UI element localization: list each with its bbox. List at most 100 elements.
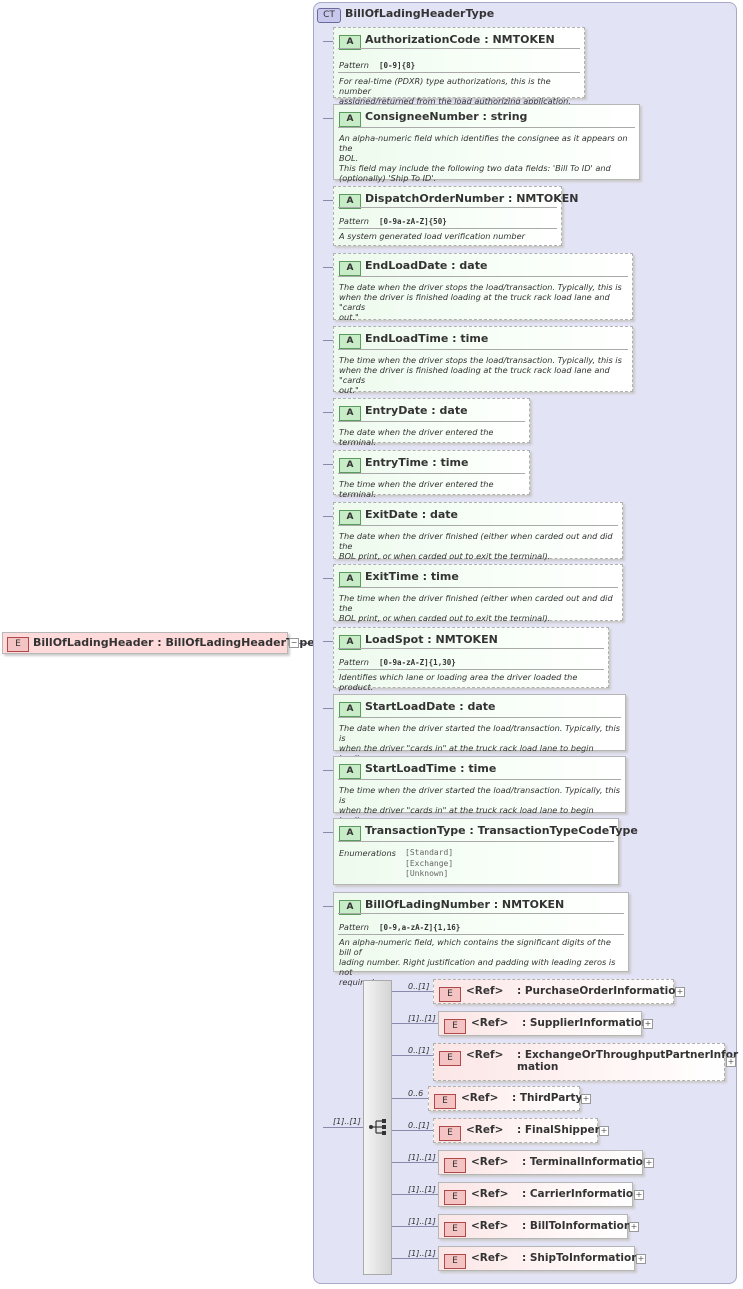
- attribute-box[interactable]: A EndLoadTime : time The time when the d…: [333, 326, 633, 395]
- divider: [338, 72, 580, 73]
- expand-icon[interactable]: +: [644, 1158, 654, 1168]
- element-connector: [392, 1226, 438, 1227]
- element-badge: E: [439, 1051, 461, 1066]
- attribute-name: EndLoadTime : time: [365, 332, 489, 345]
- attribute-name: ExitDate : date: [365, 508, 458, 521]
- root-connector: [298, 643, 324, 644]
- element-connector: [392, 1162, 438, 1163]
- attribute-badge: A: [339, 458, 361, 473]
- attribute-connector: [323, 708, 333, 709]
- element-name: : PurchaseOrderInformation: [517, 985, 683, 997]
- element-connector: [392, 1194, 438, 1195]
- complex-type-title: BillOfLadingHeaderType: [345, 7, 495, 20]
- attribute-box[interactable]: A EntryDate : date The date when the dri…: [333, 398, 530, 447]
- element-cardinality: 0..[1]: [408, 1121, 430, 1130]
- pattern-label: Pattern: [339, 657, 369, 667]
- attribute-documentation: The date when the driver stops the load/…: [339, 282, 622, 322]
- attribute-name: DispatchOrderNumber : NMTOKEN: [365, 192, 579, 205]
- divider: [338, 473, 525, 474]
- attribute-name: ExitTime : time: [365, 570, 459, 583]
- attribute-badge: A: [339, 510, 361, 525]
- ref-label: <Ref>: [461, 1092, 499, 1104]
- attribute-name: TransactionType : TransactionTypeCodeTyp…: [365, 824, 638, 837]
- element-connector: [392, 1130, 433, 1131]
- attribute-name: LoadSpot : NMTOKEN: [365, 633, 498, 646]
- element-badge: E: [444, 1158, 466, 1173]
- attribute-box[interactable]: A ConsigneeNumber : string An alpha-nume…: [333, 104, 640, 183]
- element-ref-box[interactable]: E <Ref> : ExchangeOrThroughputPartnerInf…: [433, 1043, 738, 1081]
- sequence-connector: [323, 1127, 363, 1128]
- root-element-box[interactable]: E BillOfLadingHeader : BillOfLadingHeade…: [2, 632, 315, 654]
- attribute-name: StartLoadDate : date: [365, 700, 496, 713]
- expand-icon[interactable]: +: [629, 1222, 639, 1232]
- pattern-value: [0-9,a-zA-Z]{1,16}: [379, 923, 461, 932]
- element-ref-box[interactable]: E <Ref> : PurchaseOrderInformation: [433, 979, 683, 1004]
- ref-label: <Ref>: [466, 985, 504, 997]
- divider: [338, 841, 614, 842]
- element-name: : ThirdParty: [512, 1092, 583, 1104]
- expand-icon[interactable]: +: [643, 1019, 653, 1029]
- element-ref-box[interactable]: E <Ref> : SupplierInformation: [438, 1011, 649, 1036]
- attribute-name: EntryDate : date: [365, 404, 468, 417]
- pattern-value: [0-9a-zA-Z]{50}: [379, 217, 447, 226]
- element-ref-box[interactable]: E <Ref> : FinalShipper: [433, 1118, 600, 1143]
- element-badge: E: [434, 1094, 456, 1109]
- enumeration-value: [Exchange]: [405, 858, 454, 868]
- attribute-box[interactable]: A DispatchOrderNumber : NMTOKEN Pattern …: [333, 186, 578, 246]
- expand-icon[interactable]: +: [599, 1126, 609, 1136]
- element-ref-box[interactable]: E <Ref> : BillToInformation: [438, 1214, 632, 1239]
- element-ref-box[interactable]: E <Ref> : CarrierInformation: [438, 1182, 641, 1207]
- expand-icon[interactable]: +: [581, 1094, 591, 1104]
- divider: [338, 276, 628, 277]
- element-ref-box[interactable]: E <Ref> : ThirdParty: [428, 1086, 583, 1111]
- pattern-label: Pattern: [339, 216, 369, 226]
- pattern-label: Pattern: [339, 60, 369, 70]
- attribute-box[interactable]: A ExitTime : time The time when the driv…: [333, 564, 623, 623]
- ref-label: <Ref>: [471, 1252, 509, 1264]
- element-badge: E: [444, 1254, 466, 1269]
- attribute-box[interactable]: A StartLoadDate : date The date when the…: [333, 694, 626, 763]
- element-connector: [392, 1098, 428, 1099]
- attribute-documentation: For real-time (PDXR) type authorizations…: [339, 76, 571, 106]
- attribute-box[interactable]: A BillOfLadingNumber : NMTOKEN Pattern […: [333, 892, 629, 987]
- attribute-box[interactable]: A AuthorizationCode : NMTOKEN Pattern [0…: [333, 27, 585, 106]
- element-ref-box[interactable]: E <Ref> : TerminalInformation: [438, 1150, 650, 1175]
- expand-icon[interactable]: +: [675, 987, 685, 997]
- attribute-connector: [323, 340, 333, 341]
- element-connector: [392, 1023, 438, 1024]
- attribute-box[interactable]: A EntryTime : time The time when the dri…: [333, 450, 530, 499]
- element-cardinality: [1]..[1]: [408, 1217, 436, 1226]
- attribute-connector: [323, 200, 333, 201]
- attribute-badge: A: [339, 826, 361, 841]
- element-ref-box[interactable]: E <Ref> : ShipToInformation: [438, 1246, 639, 1271]
- divider: [338, 48, 580, 49]
- complex-type-badge: CT: [317, 8, 341, 23]
- attribute-box[interactable]: A ExitDate : date The date when the driv…: [333, 502, 623, 561]
- ref-label: <Ref>: [471, 1188, 509, 1200]
- element-badge: E: [444, 1222, 466, 1237]
- ref-label: <Ref>: [471, 1156, 509, 1168]
- attribute-name: EndLoadDate : date: [365, 259, 488, 272]
- attribute-box[interactable]: A StartLoadTime : time The time when the…: [333, 756, 626, 825]
- expand-icon[interactable]: +: [634, 1190, 644, 1200]
- element-name: : BillToInformation: [522, 1220, 632, 1232]
- attribute-name: AuthorizationCode : NMTOKEN: [365, 33, 555, 46]
- sequence-icon[interactable]: [368, 1118, 388, 1136]
- attribute-documentation: The time when the driver finished (eithe…: [339, 593, 613, 623]
- enumeration-value: [Standard]: [405, 848, 454, 857]
- expand-icon[interactable]: +: [726, 1057, 736, 1067]
- element-cardinality: [1]..[1]: [408, 1153, 436, 1162]
- attribute-badge: A: [339, 194, 361, 209]
- element-cardinality: 0..6: [408, 1089, 424, 1098]
- attribute-badge: A: [339, 635, 361, 650]
- expand-icon[interactable]: +: [636, 1254, 646, 1264]
- ref-label: <Ref>: [466, 1124, 504, 1136]
- attribute-box[interactable]: A TransactionType : TransactionTypeCodeT…: [333, 818, 638, 885]
- attribute-connector: [323, 578, 333, 579]
- divider: [338, 228, 557, 229]
- attribute-box[interactable]: A EndLoadDate : date The date when the d…: [333, 253, 633, 322]
- pattern-value: [0-9a-zA-Z]{1,30}: [379, 658, 456, 667]
- attribute-box[interactable]: A LoadSpot : NMTOKEN Pattern [0-9a-zA-Z]…: [333, 627, 609, 692]
- collapse-toggle-icon[interactable]: −: [289, 638, 299, 648]
- divider: [338, 127, 635, 128]
